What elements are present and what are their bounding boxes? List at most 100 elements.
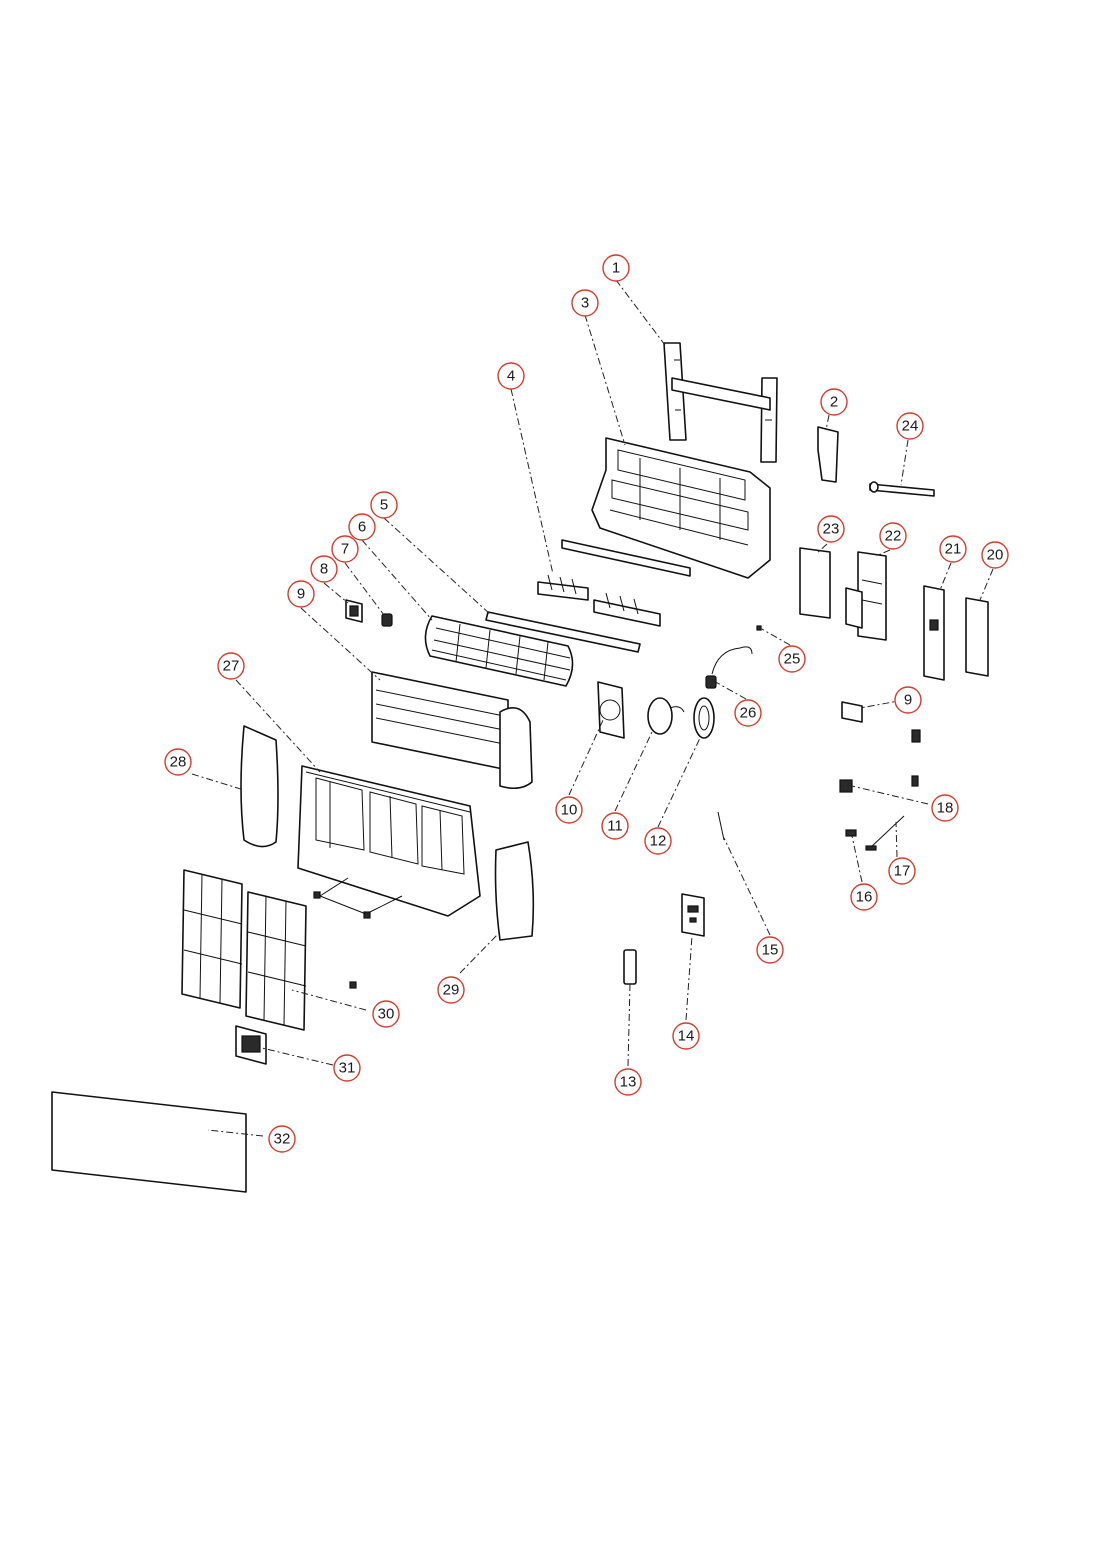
part-left-side-cover <box>240 725 279 848</box>
callout-label: 27 <box>223 658 240 675</box>
callout-8: 8 <box>310 555 338 583</box>
part-front-panel <box>297 765 481 917</box>
part-receiver <box>839 779 853 793</box>
callout-21: 21 <box>939 535 967 563</box>
callout-label: 15 <box>762 942 779 959</box>
part-mounting-plate <box>663 342 778 463</box>
callout-14: 14 <box>672 1022 700 1050</box>
callout-3: 3 <box>571 289 599 317</box>
callout-10: 10 <box>555 796 583 824</box>
callout-24: 24 <box>896 412 924 440</box>
part-front-cover <box>51 1091 247 1193</box>
callout-7: 7 <box>331 535 359 563</box>
part-wire-connector <box>623 949 637 985</box>
callout-18: 18 <box>931 794 959 822</box>
callout-11: 11 <box>601 812 629 840</box>
callout-label: 11 <box>607 818 623 835</box>
part-electric-box-cover <box>799 547 831 619</box>
part-right-side-cover <box>494 841 535 941</box>
callout-label: 12 <box>650 833 667 850</box>
callout-label: 22 <box>885 528 902 545</box>
part-control-board <box>923 585 945 681</box>
part-louver-assembly <box>537 539 691 627</box>
callout-label: 9 <box>297 586 305 603</box>
callout-13: 13 <box>614 1068 642 1096</box>
part-crossflow-fan <box>424 615 574 687</box>
callout-label: 13 <box>620 1074 637 1091</box>
callout-4: 4 <box>497 362 525 390</box>
callout-29: 29 <box>437 976 465 1004</box>
callout-label: 30 <box>378 1006 395 1023</box>
callouts: 1 3 4 2 24 5 6 7 8 9 23 22 21 20 25 27 2… <box>164 254 1009 1153</box>
part-side-bracket <box>817 426 839 483</box>
callout-31: 31 <box>333 1054 361 1082</box>
callout-1: 1 <box>602 254 630 282</box>
part-bearing <box>381 613 393 627</box>
part-fixing-screws <box>313 877 403 919</box>
callout-label: 32 <box>274 1131 291 1148</box>
callout-28: 28 <box>164 748 192 776</box>
callout-15: 15 <box>756 936 784 964</box>
callout-label: 24 <box>902 418 919 435</box>
part-motor-bracket <box>597 681 625 739</box>
callout-22: 22 <box>879 522 907 550</box>
callout-label: 20 <box>987 547 1004 564</box>
callout-16: 16 <box>850 883 878 911</box>
leader-lines <box>191 279 994 1137</box>
part-rail <box>485 611 641 653</box>
callout-label: 25 <box>784 651 801 668</box>
callout-label: 21 <box>945 541 962 558</box>
callout-label: 26 <box>740 705 757 722</box>
callout-5: 5 <box>370 491 398 519</box>
part-chassis <box>591 437 771 579</box>
callout-label: 8 <box>320 561 328 578</box>
callout-label: 1 <box>612 260 620 277</box>
part-purifier <box>235 1025 267 1065</box>
callout-label: 4 <box>507 368 515 385</box>
callout-25: 25 <box>778 645 806 673</box>
callout-6: 6 <box>348 513 376 541</box>
callout-2: 2 <box>820 388 848 416</box>
callout-27: 27 <box>217 652 245 680</box>
part-shaft <box>717 811 725 841</box>
part-stepping-motor <box>705 646 753 689</box>
callout-label: 7 <box>341 541 349 558</box>
part-bearing-holder <box>345 599 363 623</box>
callout-label: 9 <box>904 692 912 709</box>
part-fan-motor <box>647 697 685 735</box>
callout-23: 23 <box>817 515 845 543</box>
callout-30: 30 <box>372 1000 400 1028</box>
callout-label: 16 <box>856 889 873 906</box>
part-evaporator <box>371 671 533 790</box>
callout-12: 12 <box>644 827 672 855</box>
callout-label: 23 <box>823 521 840 538</box>
part-air-filter <box>181 869 357 1031</box>
part-temperature-sensor <box>865 815 905 851</box>
part-connecting-pipe <box>869 481 935 497</box>
callout-label: 29 <box>443 982 460 999</box>
part-connector <box>845 829 857 837</box>
callout-9-right: 9 <box>894 686 922 714</box>
callout-9: 9 <box>287 580 315 608</box>
callout-17: 17 <box>888 857 916 885</box>
callout-label: 31 <box>339 1060 356 1077</box>
part-small-cover <box>841 701 863 723</box>
callout-26: 26 <box>734 699 762 727</box>
callout-label: 2 <box>830 394 838 411</box>
callout-label: 3 <box>581 295 589 312</box>
part-electric-box <box>845 551 887 641</box>
part-display-box <box>681 893 705 937</box>
callout-label: 10 <box>561 802 578 819</box>
callout-20: 20 <box>981 541 1009 569</box>
callout-label: 14 <box>678 1028 695 1045</box>
part-motor-cover <box>693 697 715 739</box>
part-small-block <box>911 729 921 743</box>
callout-label: 5 <box>380 497 388 514</box>
callout-label: 6 <box>358 519 366 536</box>
callout-label: 28 <box>170 754 187 771</box>
part-board-cover <box>965 597 989 677</box>
callout-32: 32 <box>268 1125 296 1153</box>
callout-label: 18 <box>937 800 954 817</box>
callout-label: 17 <box>894 863 911 880</box>
